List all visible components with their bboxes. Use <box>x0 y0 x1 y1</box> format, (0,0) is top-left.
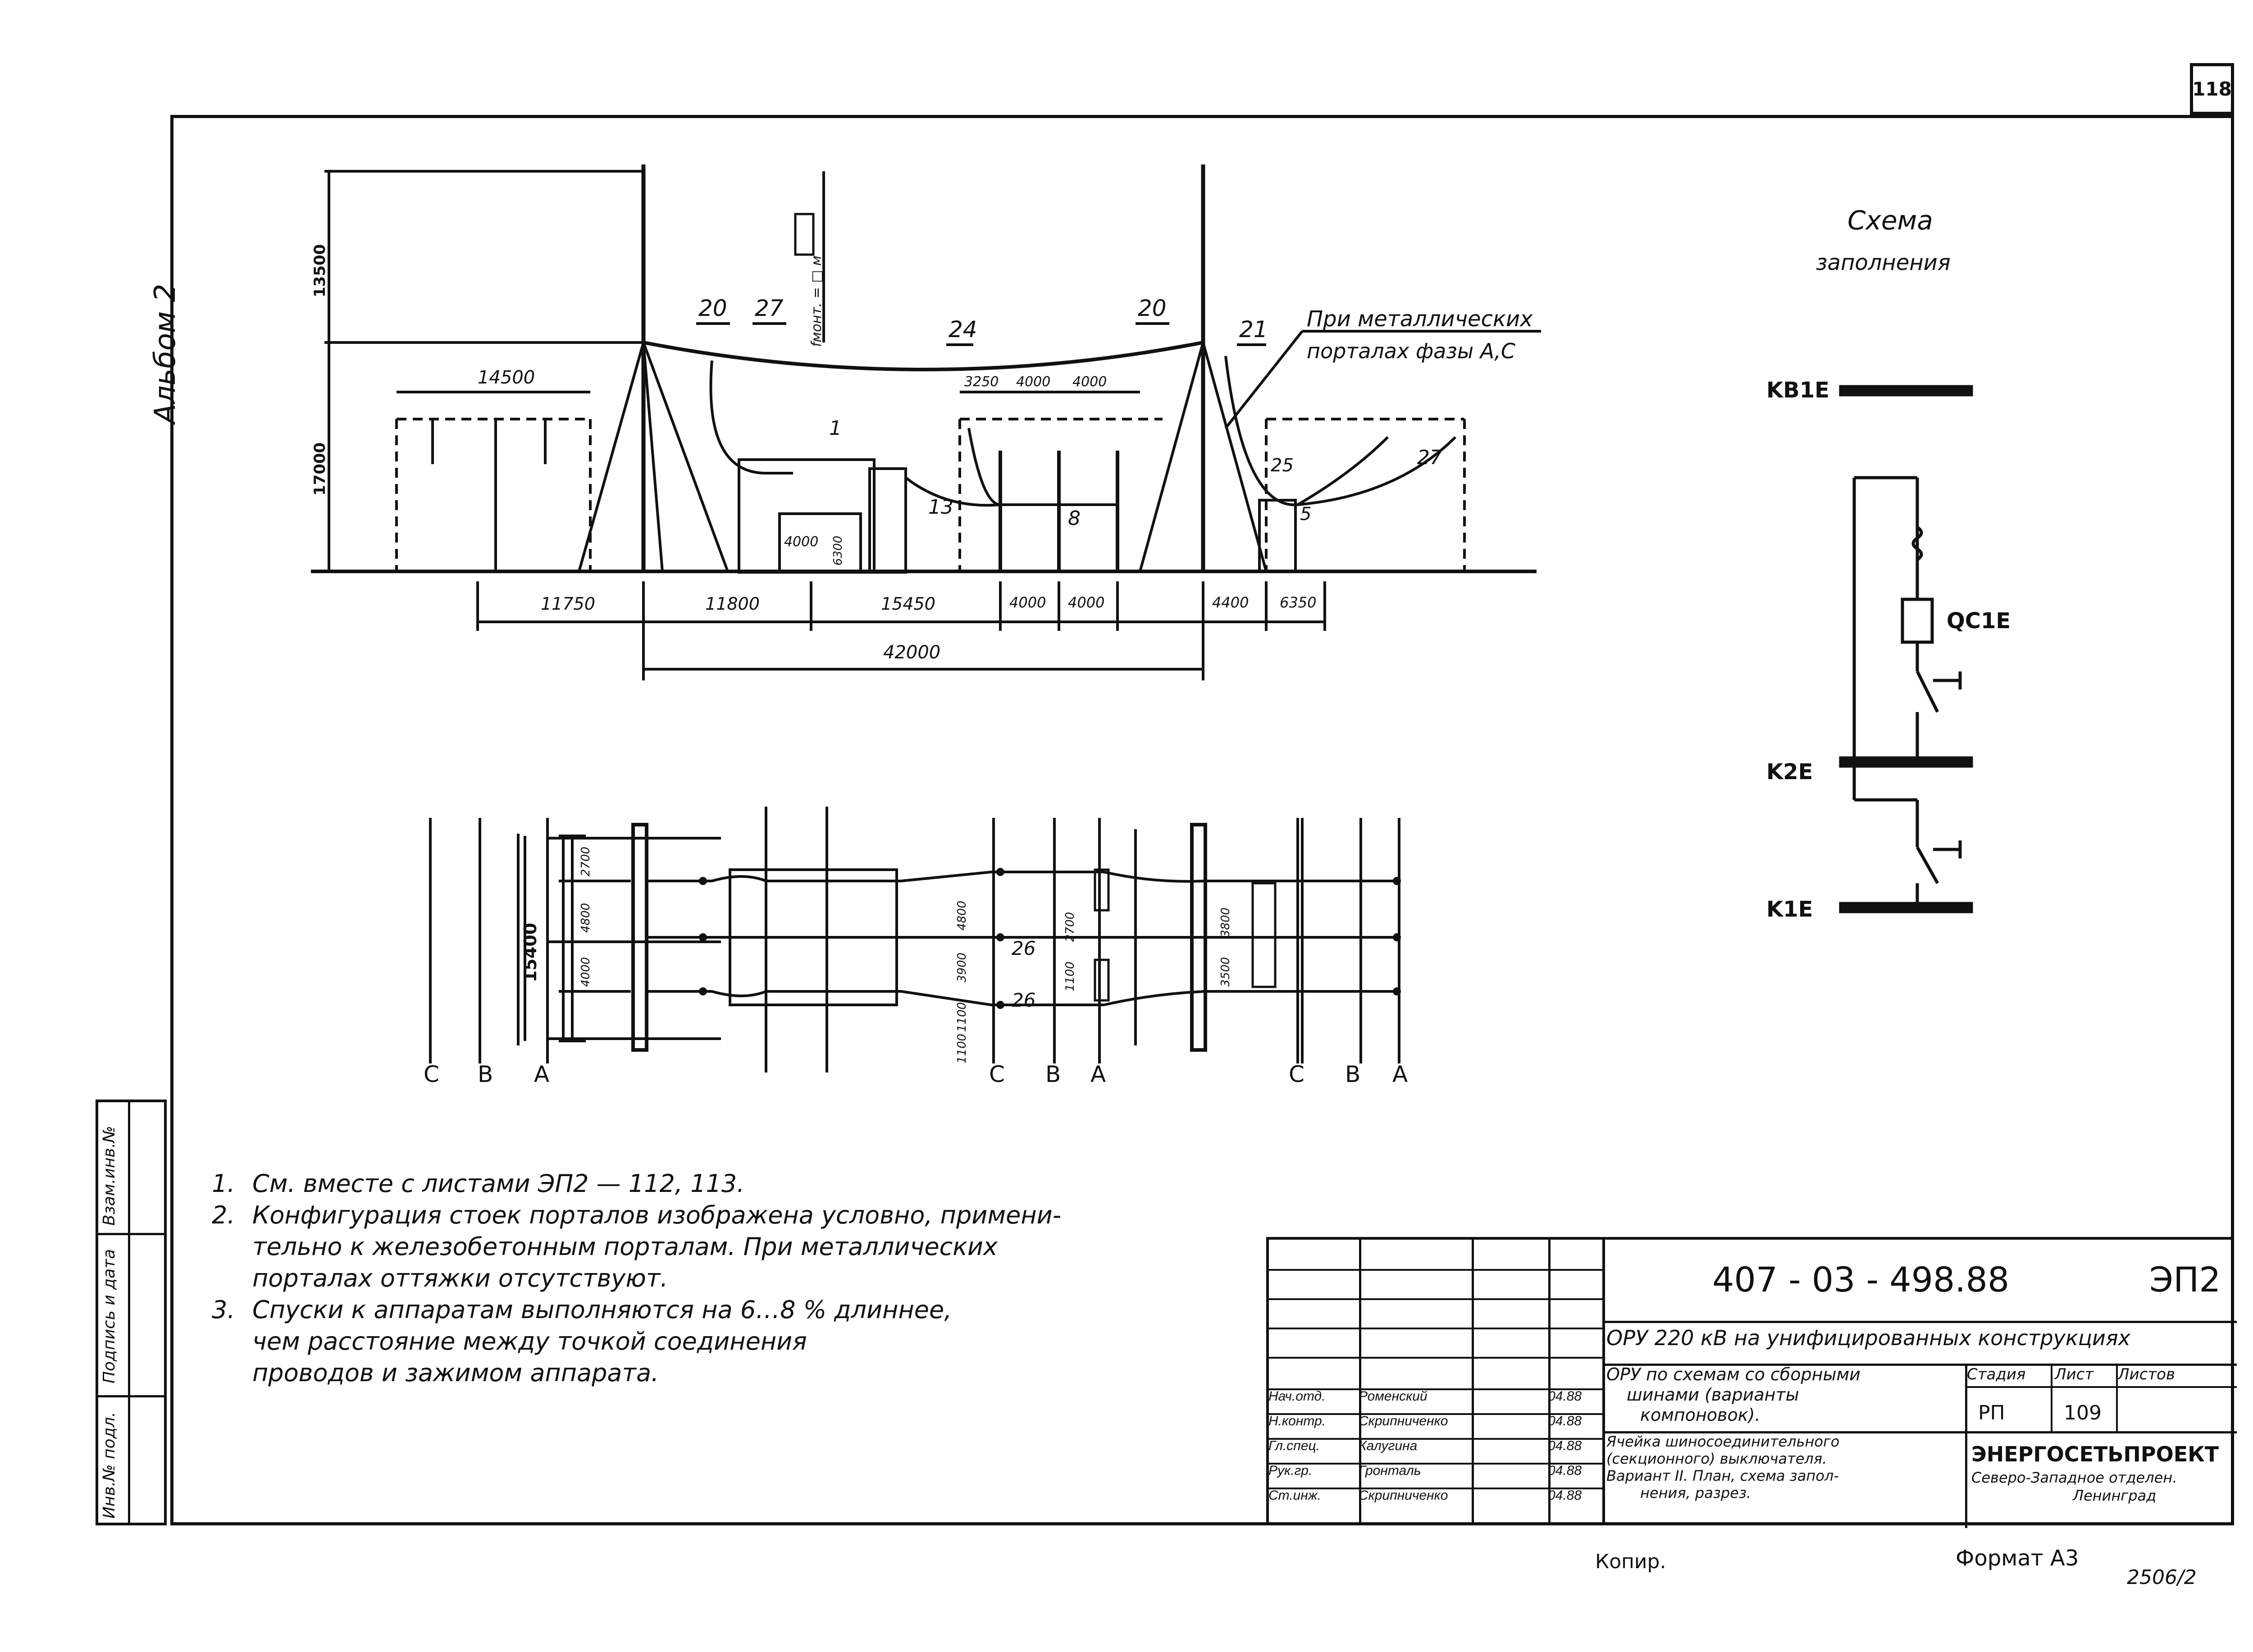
callout-13: 13 <box>928 496 953 519</box>
callout-21: 21 <box>1239 316 1268 342</box>
staff-name-1: Роменский <box>1359 1389 1428 1404</box>
dim-14500: 14500 <box>478 367 535 388</box>
staff-name-3: Калугина <box>1359 1438 1418 1453</box>
stage-header: Стадия <box>1967 1365 2026 1383</box>
phase-c-2: C <box>989 1061 1005 1087</box>
sheet-desc-1: Ячейка шиносоединительного <box>1606 1433 1840 1450</box>
note-line-5: 3.Спуски к аппаратам выполняются на 6…8 … <box>212 1296 952 1324</box>
dim-bottom-6350: 6350 <box>1280 594 1317 611</box>
title-block <box>1266 1237 2237 1528</box>
sheet-desc-2: (секционного) выключателя. <box>1606 1450 1827 1467</box>
callout-5: 5 <box>1300 504 1312 525</box>
doc-code: 407 - 03 - 498.88 <box>1712 1260 2010 1300</box>
callout-8: 8 <box>1068 507 1081 530</box>
subtitle-3: компоновок). <box>1640 1405 1760 1425</box>
project-title: ОРУ 220 кВ на унифицированных конструкци… <box>1606 1326 2130 1350</box>
plan-callout-26a: 26 <box>1012 937 1036 959</box>
scheme-subtitle: заполнения <box>1816 250 1951 275</box>
dim-bottom-4400: 4400 <box>1212 594 1249 611</box>
copy-label: Копир. <box>1595 1550 1666 1573</box>
dim-bottom-4000b: 4000 <box>1068 594 1105 611</box>
staff-name-4: Гронталь <box>1359 1463 1421 1478</box>
note-line-3: тельно к железобетонным порталам. При ме… <box>252 1232 998 1261</box>
dim-bottom-11750: 11750 <box>541 594 595 614</box>
staff-role-4: Рук.гр. <box>1268 1463 1313 1478</box>
dim-inner-4000a: 4000 <box>1016 374 1051 390</box>
dim-total-42000: 42000 <box>883 642 941 663</box>
callout-1: 1 <box>829 417 842 440</box>
note-line-6: чем расстояние между точкой соединения <box>252 1327 807 1355</box>
left-binding-strip <box>96 1100 167 1525</box>
bus-k2e-label: K2E <box>1766 759 1813 785</box>
dim-bottom-11800: 11800 <box>705 594 760 614</box>
scheme-title: Схема <box>1847 205 1933 236</box>
callout-27-right: 27 <box>1417 446 1442 469</box>
staff-role-3: Гл.спец. <box>1268 1438 1320 1453</box>
staff-date-1: 04.88 <box>1548 1389 1582 1404</box>
sheets-header: Листов <box>2118 1365 2175 1383</box>
org-name: ЭНЕРГОСЕТЬПРОЕКТ <box>1971 1442 2219 1466</box>
staff-date-5: 04.88 <box>1548 1488 1582 1503</box>
stage-value: РП <box>1978 1401 2005 1424</box>
format-label: Формат А3 <box>1956 1546 2079 1571</box>
phase-b-1: B <box>478 1061 493 1087</box>
subtitle-1: ОРУ по схемам со сборными <box>1606 1364 1861 1384</box>
note-metal-portals-1: При металлических <box>1307 306 1533 332</box>
bus-k1e-label: K1E <box>1766 897 1813 922</box>
dim-inner-3250: 3250 <box>964 374 999 390</box>
org-dept-1: Северо-Западное отделен. <box>1971 1469 2177 1486</box>
callout-27-left: 27 <box>755 295 784 321</box>
org-dept-2: Ленинград <box>2073 1487 2157 1504</box>
note-metal-portals-2: порталах фазы А,С <box>1307 339 1515 363</box>
callout-25: 25 <box>1271 455 1294 476</box>
callout-20-right: 20 <box>1138 295 1167 321</box>
staff-date-2: 04.88 <box>1548 1414 1582 1428</box>
staff-role-2: Н.контр. <box>1268 1414 1326 1428</box>
dim-inner-4000b: 4000 <box>1072 374 1107 390</box>
phase-c-3: C <box>1289 1061 1304 1087</box>
callout-20-left: 20 <box>698 295 727 321</box>
plan-callout-26b: 26 <box>1012 989 1036 1011</box>
phase-c-1: C <box>424 1061 439 1087</box>
dim-bottom-4000a: 4000 <box>1009 594 1046 611</box>
breaker-qc1e-label: QC1E <box>1947 608 2011 634</box>
subtitle-2: шинами (варианты <box>1627 1385 1799 1405</box>
note-line-1: 1.См. вместе с листами ЭП2 — 112, 113. <box>212 1169 745 1198</box>
sheet-number: 118 <box>2190 63 2234 115</box>
staff-role-5: Ст.инж. <box>1268 1488 1321 1503</box>
dim-small-4000: 4000 <box>784 534 819 550</box>
sheet-value: 109 <box>2064 1401 2102 1424</box>
note-line-7: проводов и зажимом аппарата. <box>252 1359 659 1387</box>
sheet-code: ЭП2 <box>2149 1260 2221 1300</box>
dim-bottom-15450: 15450 <box>881 594 935 614</box>
phase-a-2: A <box>1090 1061 1106 1087</box>
drawing-frame <box>170 115 2234 1525</box>
staff-name-2: Скрипниченко <box>1359 1414 1448 1428</box>
staff-date-4: 04.88 <box>1548 1463 1582 1478</box>
sheet-header: Лист <box>2055 1365 2094 1383</box>
sheet-desc-4: нения, разрез. <box>1640 1484 1751 1501</box>
staff-date-3: 04.88 <box>1548 1438 1582 1453</box>
callout-24: 24 <box>949 316 977 342</box>
note-line-2: 2.Конфигурация стоек порталов изображена… <box>212 1201 1062 1229</box>
bus-kb1e-label: KB1E <box>1766 378 1829 403</box>
note-line-4: порталах оттяжки отсутствуют. <box>252 1264 668 1292</box>
phase-a-3: A <box>1392 1061 1408 1087</box>
phase-a-1: A <box>534 1061 550 1087</box>
archive-number: 2506/2 <box>2127 1566 2197 1589</box>
staff-role-1: Нач.отд. <box>1268 1389 1326 1404</box>
phase-b-2: B <box>1045 1061 1061 1087</box>
sheet-desc-3: Вариант II. План, схема запол- <box>1606 1467 1839 1484</box>
staff-name-5: Скрипниченко <box>1359 1488 1448 1503</box>
phase-b-3: B <box>1345 1061 1361 1087</box>
